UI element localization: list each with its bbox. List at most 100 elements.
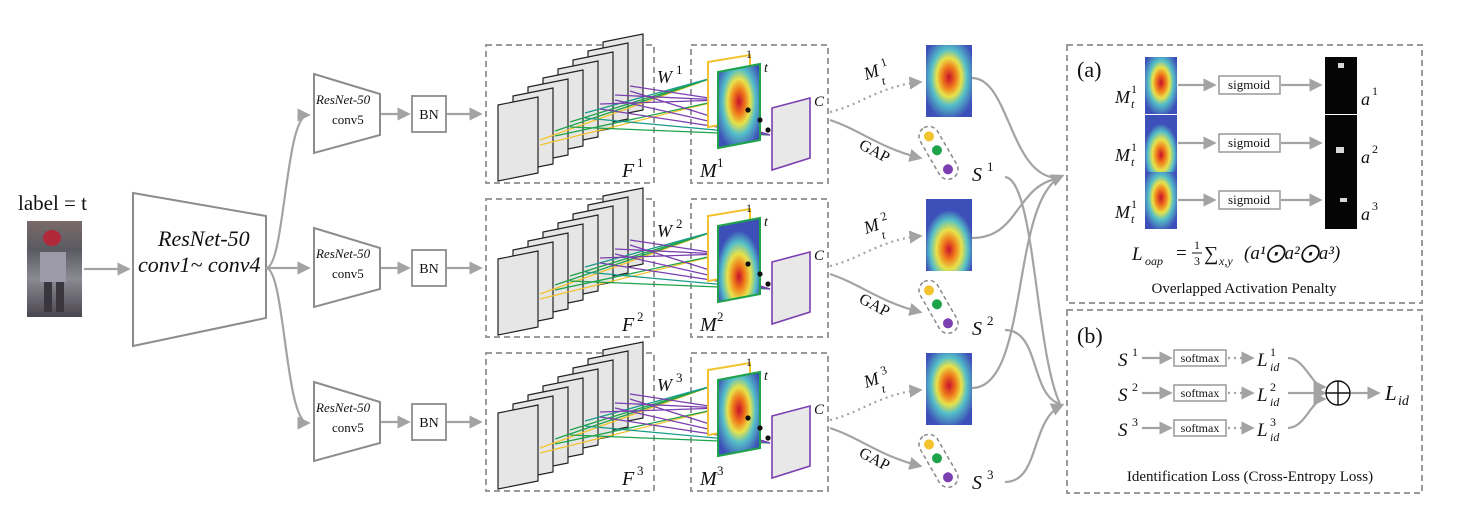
ellipsis-dot	[765, 127, 771, 133]
feature-box	[485, 44, 655, 184]
arrow-to-sum	[1287, 392, 1327, 430]
weight-line	[629, 85, 723, 101]
oap-lhs: L	[1131, 244, 1143, 265]
mt-symbol: M	[860, 214, 882, 238]
sigmoid-label: sigmoid	[1228, 192, 1270, 207]
panel-a-tag: (a)	[1077, 57, 1101, 82]
s-sup: 3	[987, 467, 994, 482]
backbone-line2: conv1~ conv4	[138, 252, 260, 277]
row-m-sub: t	[1131, 155, 1135, 169]
arrow-cam-to-mt	[829, 230, 923, 268]
conv5-line2: conv5	[332, 420, 364, 435]
oap-eq: =	[1176, 243, 1187, 264]
panel-a-frame	[1066, 44, 1423, 304]
arrow-s3-to-panel-b	[1004, 403, 1065, 484]
oap-den: 3	[1194, 254, 1200, 268]
row-a-sup: 1	[1372, 84, 1378, 98]
softmax-box	[1173, 349, 1227, 367]
sigmoid-label: sigmoid	[1228, 135, 1270, 150]
cam-t-label: t	[764, 61, 769, 76]
cam-front-label: 1	[746, 47, 752, 61]
f-sup: 2	[637, 309, 644, 324]
s-sup: 2	[987, 313, 994, 328]
input-label: label = t	[18, 191, 87, 215]
mt-heatmap	[926, 45, 972, 117]
row-s-sup: 2	[1132, 380, 1138, 394]
softmax-box	[1173, 419, 1227, 437]
feature-box	[485, 198, 655, 338]
ellipsis-dot	[745, 107, 751, 113]
row-s-symbol: S	[1118, 350, 1128, 371]
arrow-s1-to-panel-b	[1004, 175, 1061, 405]
conv5-block	[313, 226, 381, 309]
row-heatmap	[1145, 172, 1177, 229]
conv5-block	[313, 380, 381, 463]
s-sup: 1	[987, 159, 994, 174]
row-heatmap	[1145, 57, 1177, 114]
weight-line	[569, 385, 713, 431]
oap-formula: L oap = 1 3 ∑ x,y (a¹⨀a²⨀a³)	[1131, 238, 1340, 268]
bn-box	[411, 249, 447, 287]
arrow-cam-to-gap	[829, 272, 923, 316]
arrow-s2-to-panel-b	[1004, 328, 1061, 406]
bn-box	[411, 403, 447, 441]
bn-label: BN	[419, 416, 438, 431]
row-a-sup: 2	[1372, 142, 1378, 156]
ellipsis-dot	[745, 415, 751, 421]
f-symbol: F	[621, 160, 635, 182]
mt-sub: t	[880, 381, 888, 396]
weight-line	[614, 402, 723, 409]
f-sup: 3	[637, 463, 644, 478]
feature-map-sheet	[497, 250, 539, 336]
mt-symbol: M	[860, 60, 882, 84]
cam-front-label: 1	[746, 201, 752, 215]
m-sup: 3	[717, 463, 724, 478]
weight-line	[599, 99, 723, 105]
arrow-cam-to-gap	[829, 426, 923, 470]
cam-t-label: t	[764, 215, 769, 230]
lid-sub: id	[1398, 394, 1410, 409]
gap-dot-green	[932, 299, 942, 310]
arrow-to-branch-3	[265, 266, 311, 430]
weight-line	[629, 393, 723, 409]
conv5-line1: ResNet-50	[315, 246, 371, 261]
gap-dot-green	[932, 453, 942, 464]
gap-vector	[918, 125, 959, 181]
gap-label: GAP	[856, 291, 892, 321]
row-l-sub: id	[1270, 395, 1280, 409]
bn-label: BN	[419, 262, 438, 277]
mt-heatmap	[926, 199, 972, 271]
cam-box	[690, 198, 829, 338]
row-a-symbol: a	[1361, 147, 1370, 167]
f-sup: 1	[637, 155, 644, 170]
s-symbol: S	[972, 164, 982, 186]
gap-dot-purple	[943, 164, 953, 175]
panel-a-caption: Overlapped Activation Penalty	[1152, 281, 1337, 297]
cam-t-label: t	[764, 369, 769, 384]
ellipsis-dot	[765, 281, 771, 287]
softmax-label: softmax	[1181, 386, 1220, 400]
panel-b-frame	[1066, 309, 1423, 494]
gap-dot-green	[932, 145, 942, 156]
arrow-mt2-to-panel-a	[971, 176, 1061, 240]
sigmoid-box	[1218, 75, 1281, 95]
s-symbol: S	[972, 472, 982, 494]
row-m-symbol: M	[1114, 202, 1131, 222]
row-s-symbol: S	[1118, 385, 1128, 406]
w-symbol: W	[657, 375, 674, 395]
w-sup: 1	[676, 62, 683, 77]
w-sup: 3	[676, 370, 683, 385]
cam-heatmap-sheet	[717, 370, 761, 458]
weight-line	[584, 77, 713, 114]
bn-label: BN	[419, 108, 438, 123]
row-l-sub: id	[1270, 430, 1280, 444]
row-s-sup: 3	[1132, 415, 1138, 429]
row-l-symbol: L	[1256, 385, 1268, 406]
row-m-symbol: M	[1114, 87, 1131, 107]
